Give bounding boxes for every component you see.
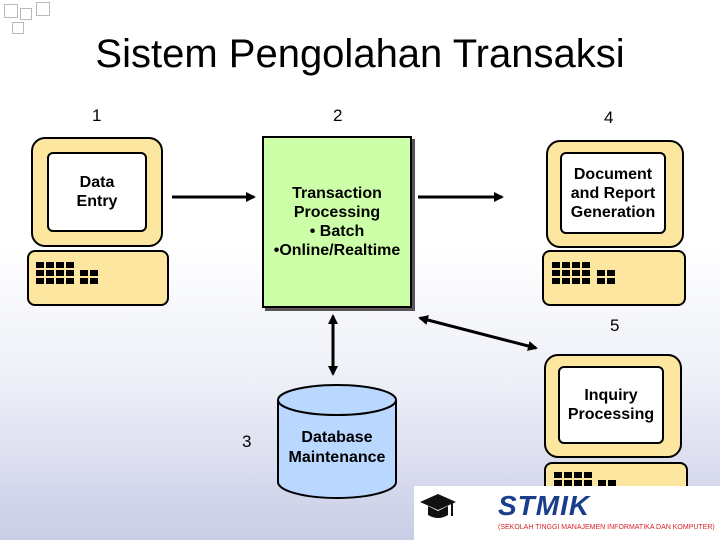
step-number-5: 5: [610, 316, 620, 335]
arrow-processing-inquiry: [418, 315, 538, 351]
step-number-4: 4: [604, 108, 614, 127]
stmik-logo: STMIK (SEKOLAH TINGGI MANAJEMEN INFORMAT…: [414, 486, 720, 540]
database-label: Database Maintenance: [288, 429, 386, 466]
step-number-1: 1: [92, 106, 102, 125]
logo-brand: STMIK: [498, 490, 591, 521]
data-entry-label: Data Entry: [47, 152, 147, 232]
keyboard-icon: [552, 262, 590, 284]
database-cylinder: [277, 384, 397, 499]
logo-tagline: (SEKOLAH TINGGI MANAJEMEN INFORMATIKA DA…: [498, 524, 715, 531]
step-number-3: 3: [242, 432, 252, 451]
step-number-2: 2: [333, 106, 343, 125]
page-title: Sistem Pengolahan Transaksi: [95, 32, 625, 76]
inquiry-label: Inquiry Processing: [558, 366, 664, 444]
corner-decoration: [0, 0, 60, 40]
transaction-processing-box: Transaction Processing • Batch •Online/R…: [262, 136, 412, 308]
graduation-cap-icon: [420, 494, 456, 518]
keyboard-icon: [36, 262, 74, 284]
document-report-label: Document and Report Generation: [560, 152, 666, 234]
